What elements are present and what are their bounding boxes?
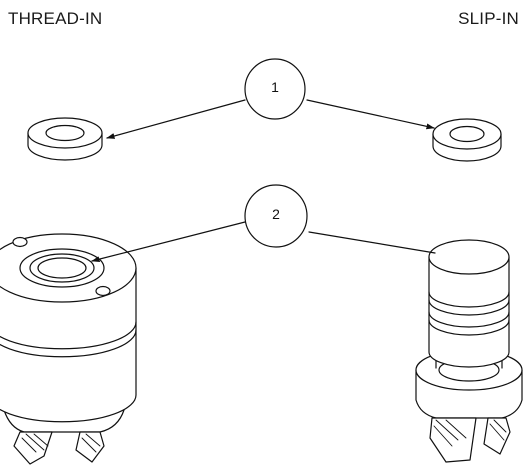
callout-number-1: 1 xyxy=(271,79,279,95)
washer-right xyxy=(432,118,502,162)
leader-line-2-right xyxy=(308,231,436,254)
thread-in-body xyxy=(0,233,137,465)
leader-line-2-left xyxy=(91,221,246,262)
callout-balloon-1 xyxy=(244,58,306,120)
slip-in-body xyxy=(415,239,523,463)
slip-in-label: SLIP-IN xyxy=(458,9,519,28)
leader-line-1-left xyxy=(106,99,246,139)
leader-line-1-right xyxy=(306,99,435,130)
callout-balloon-2 xyxy=(244,184,308,248)
thread-in-label: THREAD-IN xyxy=(8,9,103,28)
callout-number-2: 2 xyxy=(272,206,280,222)
washer-left xyxy=(27,117,103,161)
